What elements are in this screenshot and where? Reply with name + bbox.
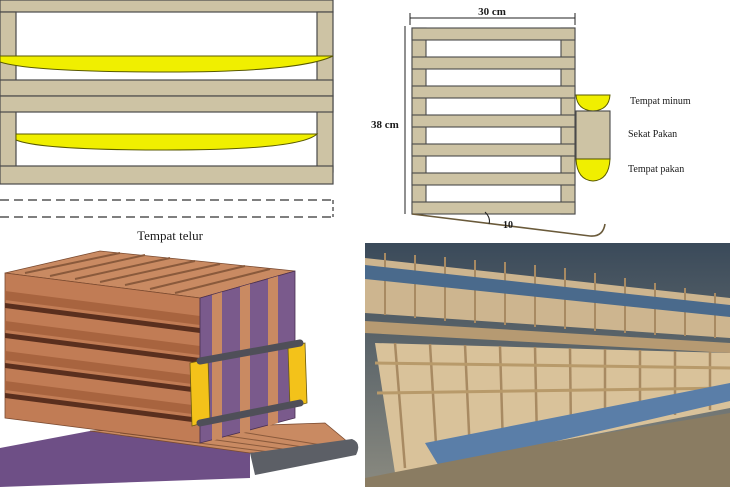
cage-3d-drawing bbox=[0, 250, 359, 487]
panel-cage-side-view: 30 cm 38 cm Tempat minum Sekat Pakan Tem… bbox=[365, 0, 730, 243]
photo-lower-rails bbox=[374, 361, 730, 395]
separator-label: Sekat Pakan bbox=[628, 129, 677, 140]
height-label: 38 cm bbox=[371, 119, 399, 131]
side-slat bbox=[411, 114, 576, 128]
angle-label: 10 bbox=[503, 220, 513, 231]
side-slat bbox=[411, 143, 576, 157]
cage-top-slats bbox=[24, 252, 271, 294]
cage-side-drawing: 30 cm 38 cm Tempat minum Sekat Pakan Tem… bbox=[371, 6, 691, 237]
cage-front-drawing: Tempat telur bbox=[0, 0, 334, 243]
render-trough-left bbox=[189, 358, 211, 427]
upper-trough bbox=[0, 55, 334, 73]
side-slats bbox=[411, 27, 576, 215]
panel-cage-photo bbox=[365, 243, 730, 487]
feeder-label: Tempat pakan bbox=[628, 164, 684, 175]
bottom-rail bbox=[0, 165, 334, 185]
photo-upper-pipe bbox=[365, 265, 730, 317]
render-lower-pipe bbox=[196, 399, 304, 427]
panel-cage-front-view: Tempat telur bbox=[0, 0, 365, 243]
middle-rail-2 bbox=[0, 95, 334, 113]
drinker-label: Tempat minum bbox=[630, 96, 691, 107]
egg-tray-caption: Tempat telur bbox=[137, 228, 204, 243]
angle-arc bbox=[484, 211, 490, 225]
photo-middle-shelf bbox=[365, 321, 730, 353]
cage-side-gaps bbox=[5, 303, 200, 423]
feed-separator bbox=[575, 110, 611, 160]
side-slat bbox=[411, 85, 576, 99]
feeder-trough bbox=[575, 158, 611, 182]
photo-upper-bars bbox=[384, 253, 716, 338]
side-slat bbox=[411, 56, 576, 70]
side-slat bbox=[411, 172, 576, 186]
render-upper-pipe bbox=[196, 339, 304, 365]
floor-tray-side bbox=[0, 431, 250, 487]
middle-rail-1 bbox=[0, 79, 334, 97]
render-trough-right bbox=[287, 342, 308, 409]
sloped-floor-line bbox=[411, 213, 606, 237]
cage-side-slats bbox=[5, 291, 200, 415]
side-slat bbox=[411, 201, 576, 215]
photo-lower-pipe bbox=[425, 383, 730, 468]
floor-trough bbox=[250, 439, 359, 475]
panel-cage-3d-render bbox=[0, 243, 365, 487]
width-label: 30 cm bbox=[478, 6, 506, 18]
photo-ground bbox=[365, 413, 730, 487]
top-rail bbox=[0, 0, 334, 13]
drinker-trough bbox=[575, 94, 611, 112]
lower-trough bbox=[15, 133, 319, 151]
side-slat bbox=[411, 27, 576, 41]
cage-photo-illustration bbox=[365, 243, 730, 487]
